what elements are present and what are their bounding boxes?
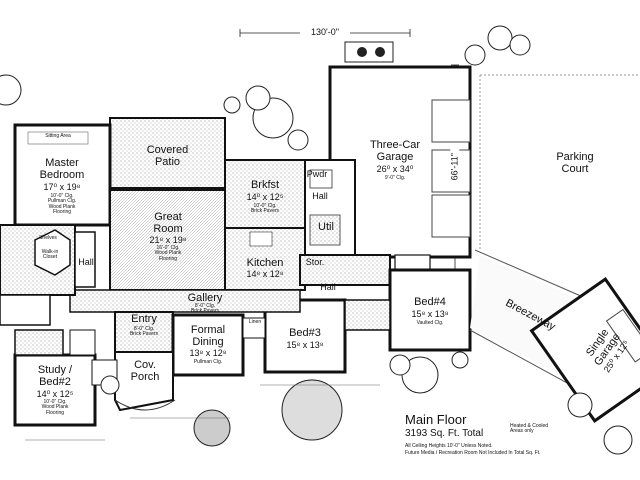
sitting-area-label: Sitting Area <box>45 133 71 139</box>
study-bed2-label: Study / Bed#2 <box>37 364 73 388</box>
hall-label-1: Hall <box>312 191 328 201</box>
formal-dining-note: Pullman Clg. <box>193 359 223 365</box>
parking-court-boundary <box>479 74 640 250</box>
landscape-trees <box>0 25 633 455</box>
dimension-depth-label: 66'-11" <box>449 148 460 185</box>
gallery-note: 8'-0" Clg. Brick Pavers <box>190 303 220 315</box>
covered-patio-area <box>109 117 226 189</box>
covered-patio-label: Covered Patio <box>146 144 189 168</box>
master-bedroom-label: Master Bedroom <box>39 157 85 181</box>
breezeway-path <box>469 249 591 391</box>
hall-label-2: Hall <box>320 282 336 292</box>
entry-note: 8'-0" Clg. Brick Pavers <box>129 326 159 338</box>
plan-note-ceiling: All Ceiling Heights 10'-0" Unless Noted. <box>405 443 493 449</box>
study-bed2-size: 14⁰ x 12⁵ <box>36 389 74 399</box>
util-label: Util <box>318 221 334 233</box>
kitchen-label: Kitchen <box>246 257 284 269</box>
great-room-area <box>109 189 226 291</box>
formal-dining-label: Formal Dining <box>190 324 226 348</box>
shelves-label: Shelves <box>39 235 57 241</box>
three-car-garage <box>328 65 472 259</box>
ac-units <box>344 41 394 63</box>
plan-note-future: Future Media / Recreation Room Not Inclu… <box>405 450 541 456</box>
bed4-area <box>388 268 472 352</box>
bed3-size: 15⁸ x 13⁸ <box>286 340 324 350</box>
formal-dining-area <box>171 313 245 377</box>
cov-porch-label: Cov. Porch <box>130 359 160 383</box>
plan-title: Main Floor <box>405 412 467 427</box>
three-car-garage-label: Three-Car Garage <box>369 139 421 163</box>
study-bed2-note: 10'-0" Clg. Wood Plank Flooring <box>41 399 69 416</box>
pwdr-label: Pwdr <box>306 169 328 179</box>
bed4-label: Bed#4 <box>414 296 446 308</box>
walk-in-closet-label: Walk-in Closet <box>41 249 59 261</box>
stor-label: Stor. <box>305 257 325 267</box>
gallery-label: Gallery <box>187 292 223 304</box>
great-room-note: 16'-0" Clg. Wood Plank Flooring <box>154 245 182 262</box>
bed3-label: Bed#3 <box>289 327 321 339</box>
bed4-size: 15⁸ x 13⁸ <box>411 309 449 319</box>
master-bedroom-size: 17⁰ x 19⁸ <box>43 182 81 192</box>
three-car-garage-note: 9'-0" Clg. <box>384 175 406 181</box>
plan-area: 3193 Sq. Ft. Total <box>405 428 484 439</box>
dimension-width-label: 130'-0" <box>300 27 350 38</box>
three-car-garage-size: 26⁰ x 34⁰ <box>376 164 414 174</box>
plan-note-heated: Heated & Cooled Areas only <box>510 423 549 435</box>
great-room-size: 21⁸ x 19⁸ <box>149 235 187 245</box>
bed4-note: Vaulted Clg. <box>416 320 444 326</box>
great-room-label: Great Room <box>153 211 183 235</box>
entry-label: Entry <box>131 313 157 325</box>
single-garage <box>529 277 640 423</box>
brkfst-note: 10'-0" Clg. Brick Pavers <box>250 203 280 215</box>
brkfst-label: Brkfst <box>250 179 280 191</box>
brkfst-size: 14⁰ x 12⁵ <box>246 192 284 202</box>
parking-court-label: Parking Court <box>556 151 594 175</box>
hall-label-3: Hall <box>78 257 94 267</box>
linen-label: Linen <box>248 319 262 325</box>
gallery-area <box>69 289 301 313</box>
formal-dining-size: 13⁸ x 12⁸ <box>189 348 227 358</box>
master-bedroom-note: 10'-0" Clg. Pullman Clg. Wood Plank Floo… <box>47 193 77 215</box>
kitchen-size: 14⁸ x 12⁸ <box>246 269 284 279</box>
